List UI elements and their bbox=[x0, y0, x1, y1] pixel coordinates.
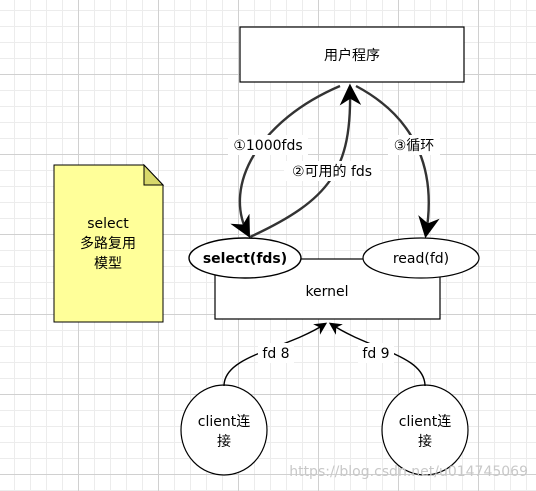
edge-label-available-fds: ②可用的 fds bbox=[284, 161, 380, 181]
note-line-2: 多路复用 bbox=[80, 235, 136, 252]
edge-label-1000fds: ①1000fds bbox=[228, 135, 308, 155]
client-2-line-1: client连 bbox=[399, 414, 451, 430]
watermark-text: https://blog.csdn.net/u014745069 bbox=[289, 464, 528, 480]
svg-text:fd 8: fd 8 bbox=[262, 346, 289, 362]
edge-label-loop: ③循环 bbox=[388, 135, 440, 155]
kernel-label: kernel bbox=[305, 284, 348, 300]
select-fds-node: select(fds) bbox=[188, 237, 302, 279]
svg-text:①1000fds: ①1000fds bbox=[233, 138, 302, 154]
client-node-1: client连 接 bbox=[180, 384, 268, 476]
client-node-2: client连 接 bbox=[381, 384, 469, 476]
edge-label-fd8: fd 8 bbox=[258, 343, 294, 363]
client-2-line-2: 接 bbox=[418, 433, 432, 450]
read-fd-node: read(fd) bbox=[362, 237, 480, 279]
edge-label-fd9: fd 9 bbox=[358, 343, 394, 363]
edge-1000fds bbox=[230, 84, 341, 238]
select-note: select 多路复用 模型 bbox=[53, 163, 165, 323]
read-fd-label: read(fd) bbox=[393, 251, 449, 267]
note-line-1: select bbox=[87, 216, 129, 232]
edge-loop bbox=[355, 84, 440, 239]
user-program-node: 用户程序 bbox=[239, 26, 465, 83]
user-program-label: 用户程序 bbox=[324, 47, 380, 64]
svg-text:③循环: ③循环 bbox=[394, 138, 435, 154]
client-1-line-1: client连 bbox=[198, 414, 250, 430]
note-line-3: 模型 bbox=[94, 256, 122, 272]
select-fds-label: select(fds) bbox=[203, 251, 287, 267]
client-1-line-2: 接 bbox=[217, 433, 231, 450]
svg-text:②可用的 fds: ②可用的 fds bbox=[292, 164, 372, 180]
svg-text:fd 9: fd 9 bbox=[362, 346, 389, 362]
